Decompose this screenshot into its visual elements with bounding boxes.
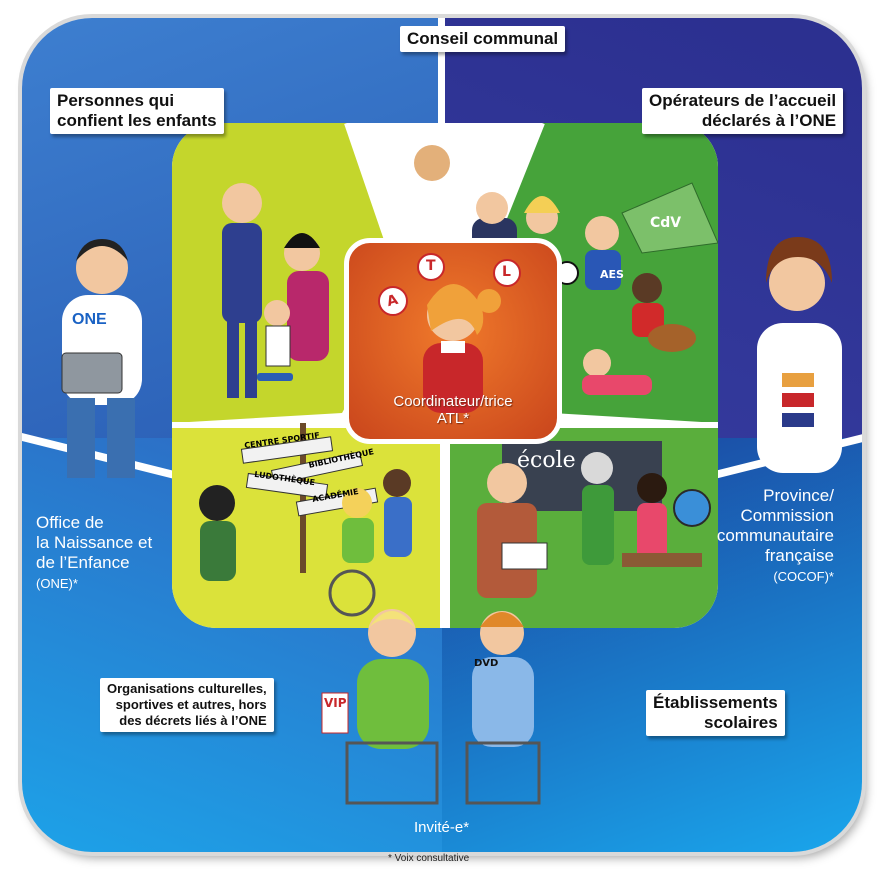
label-personnes: Personnes qui confient les enfants	[50, 88, 224, 134]
diagram-frame: CENTRE SPORTIF BIBLIOTHÈQUE LUDOTHÈQUE A…	[22, 18, 862, 852]
sign-dvd: DVD	[474, 658, 499, 669]
side-text-one: Office de la Naissance et de l’Enfance (…	[36, 513, 153, 591]
center-subtitle: ATL*	[436, 410, 470, 427]
coordinator-illustration	[378, 253, 521, 413]
one-logo: ONE	[72, 311, 107, 328]
center-coordinator: A T L Coordinateur/trice ATL*	[344, 238, 562, 444]
label-operateurs: Opérateurs de l’accueil déclarés à l’ONE	[642, 88, 844, 134]
label-etablissements: Établissements scolaires	[646, 690, 785, 736]
juggle-letter-t: T	[426, 258, 436, 274]
label-organisations: Organisations culturelles, sportives et …	[100, 678, 274, 732]
separator-top	[438, 18, 445, 128]
center-title: Coordinateur/trice	[393, 393, 513, 410]
operators-illustration	[555, 182, 718, 395]
one-representative-illustration	[61, 239, 142, 478]
parents-illustration	[222, 183, 329, 398]
sign-aes: AES	[600, 268, 624, 281]
center-label: Coordinateur/trice ATL*	[349, 393, 557, 427]
sign-ecole: école	[517, 448, 576, 473]
side-text-invite: Invité-e*	[414, 819, 470, 836]
province-representative-illustration	[757, 237, 842, 473]
sign-cdv: CdV	[650, 215, 682, 231]
label-conseil-communal: Conseil communal	[400, 26, 566, 52]
organisations-illustration	[199, 423, 412, 617]
sign-vip: VIP	[324, 696, 347, 710]
schools-illustration	[477, 441, 711, 598]
juggle-letter-l: L	[502, 264, 511, 280]
guests-illustration	[321, 609, 541, 805]
footnote: * Voix consultative	[388, 853, 470, 864]
side-text-province: Province/ Commission communautaire franç…	[716, 486, 834, 584]
